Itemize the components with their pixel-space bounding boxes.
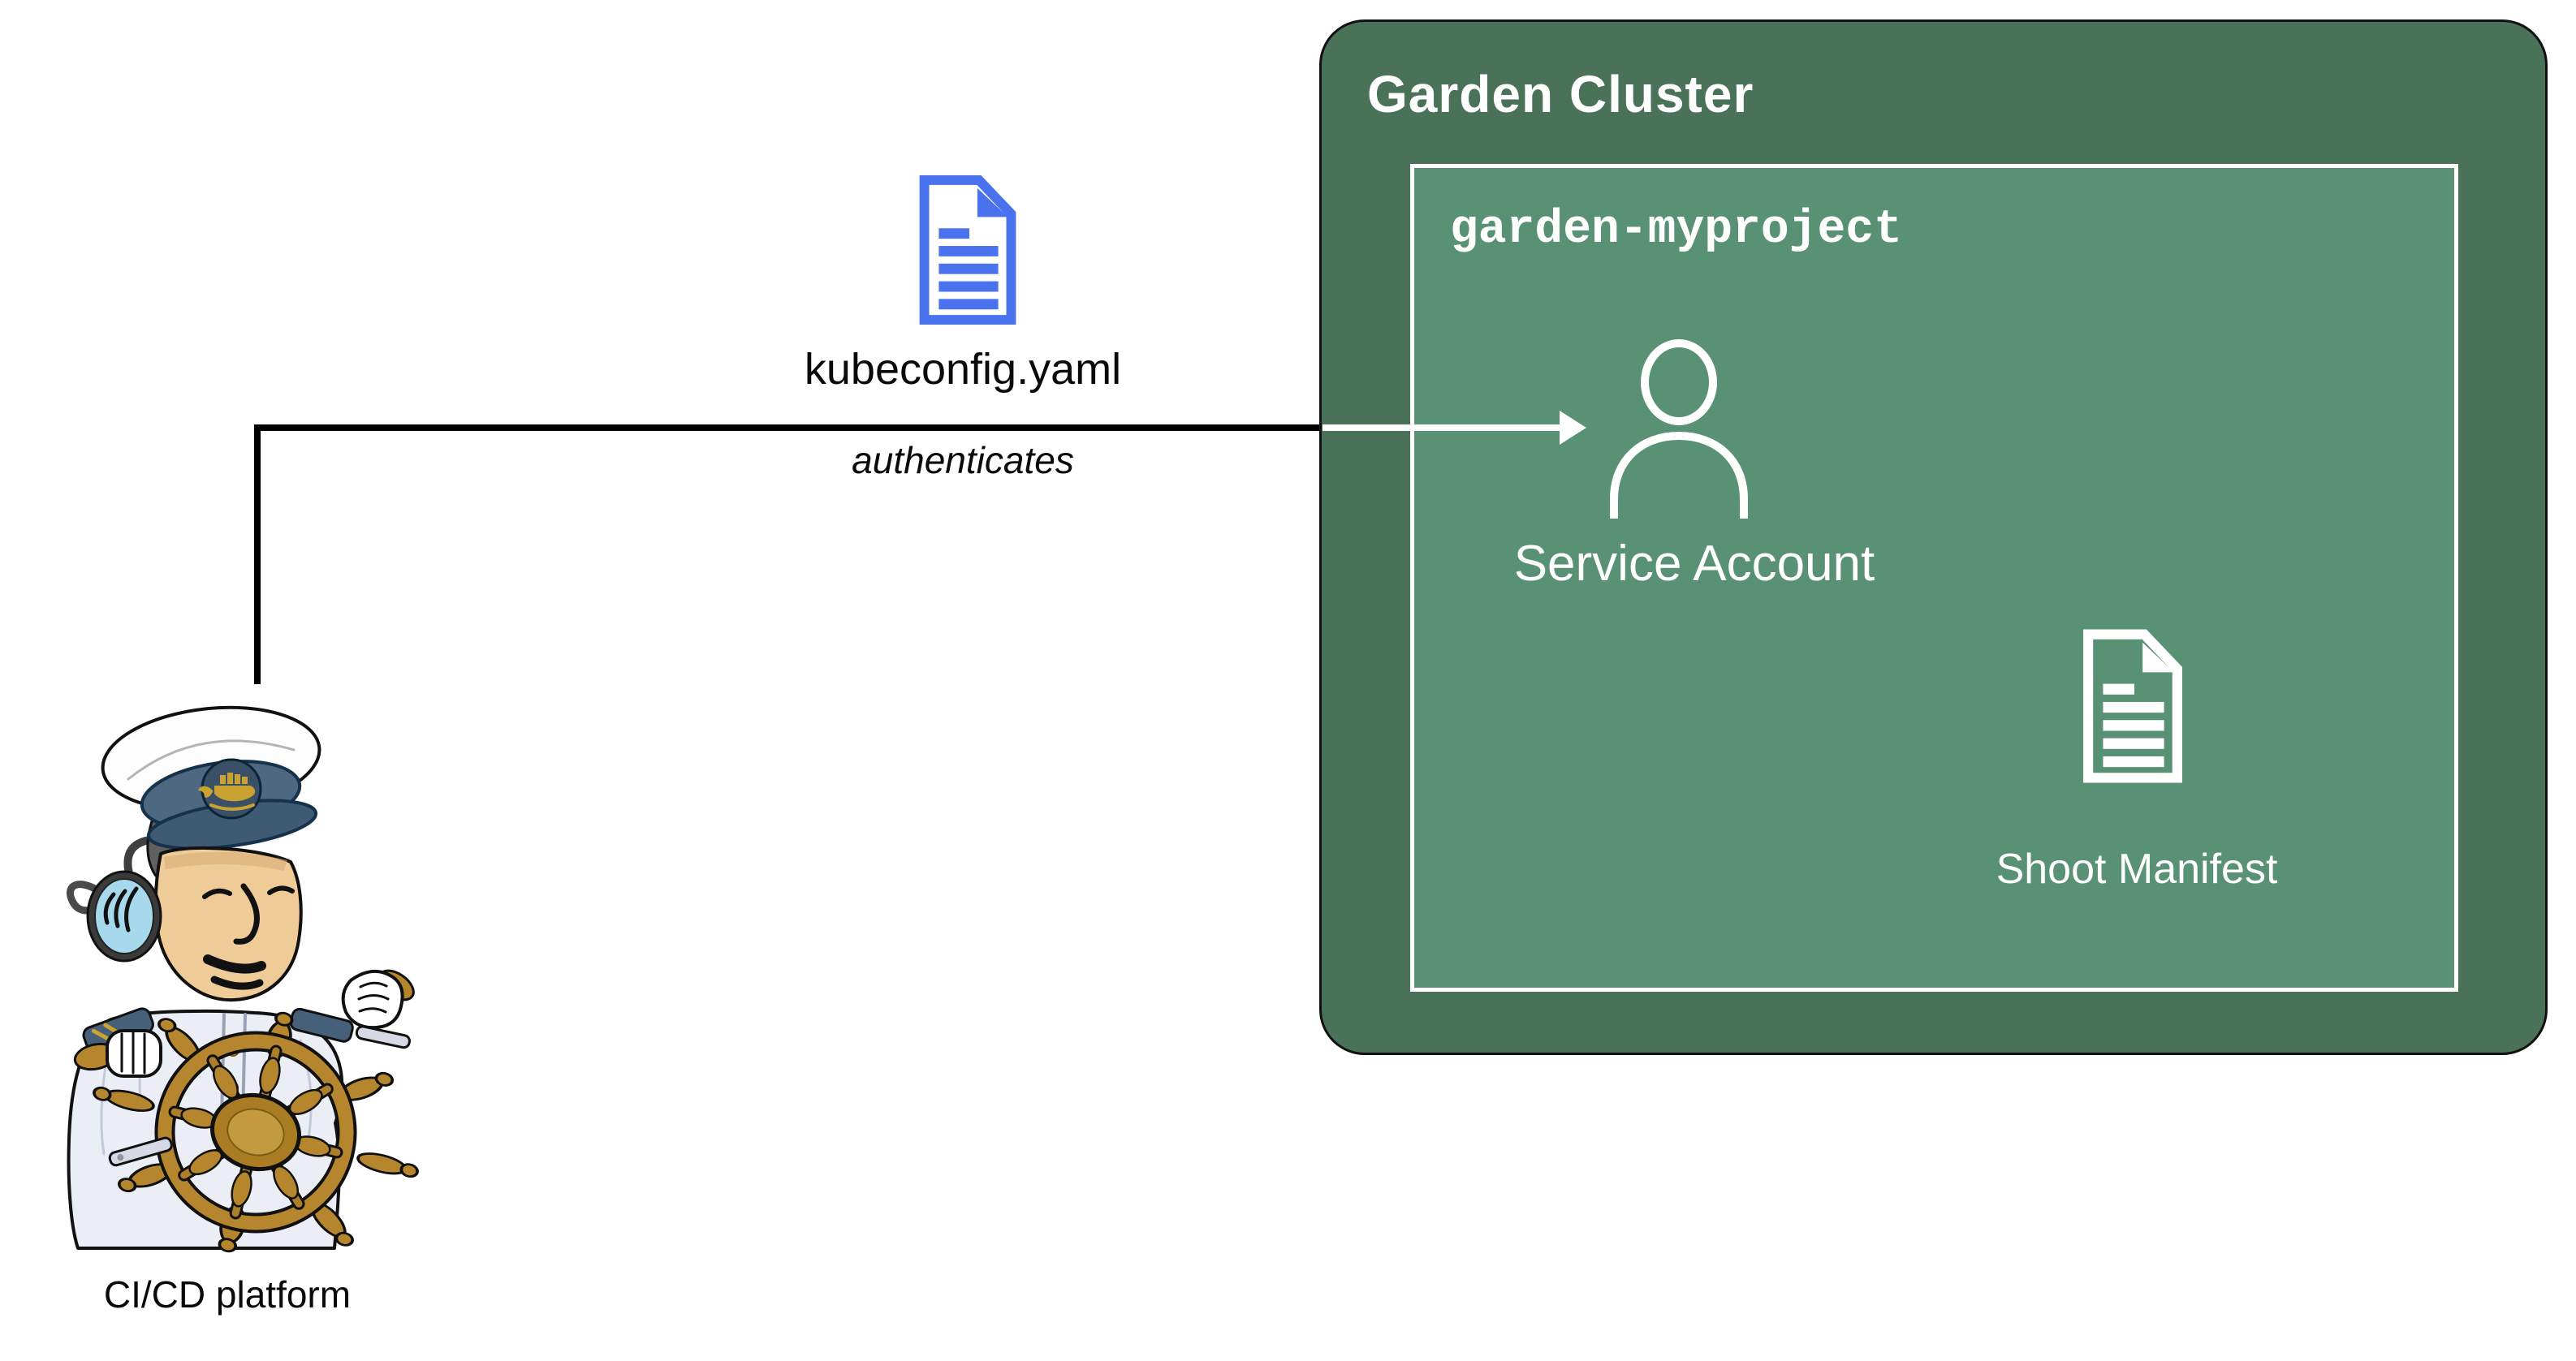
docker-whale-icon <box>198 773 256 811</box>
eye-left <box>202 888 232 899</box>
arrow-head-icon <box>1560 411 1586 445</box>
connector-vertical-line <box>254 424 261 684</box>
namespace-title: garden-myproject <box>1450 204 1902 256</box>
mouth <box>210 976 264 990</box>
eye-right <box>267 885 295 895</box>
garden-cluster-box: Garden Cluster garden-myproject Service … <box>1319 19 2548 1055</box>
ship-wheel-icon <box>93 1011 419 1253</box>
service-account-label: Service Account <box>1513 536 1875 592</box>
service-account-icon <box>1610 339 1748 519</box>
arrow-line <box>1323 424 1560 431</box>
kubeconfig-document-icon <box>919 174 1016 325</box>
glove-right <box>341 970 404 1030</box>
cicd-platform-label: CI/CD platform <box>103 1273 352 1316</box>
authenticates-label: authenticates <box>852 439 1074 481</box>
connector-horizontal-line <box>254 424 1323 431</box>
jenkins-captain-icon <box>67 705 419 1253</box>
shoot-manifest-label: Shoot Manifest <box>1996 846 2278 893</box>
kubeconfig-label: kubeconfig.yaml <box>804 345 1122 394</box>
garden-cluster-title: Garden Cluster <box>1367 65 1754 123</box>
namespace-box: garden-myproject Service Account Shoot M… <box>1410 164 2458 992</box>
nose <box>233 883 260 945</box>
shoot-manifest-document-icon <box>2083 629 2182 783</box>
face <box>153 846 303 1002</box>
mustache <box>203 954 266 974</box>
